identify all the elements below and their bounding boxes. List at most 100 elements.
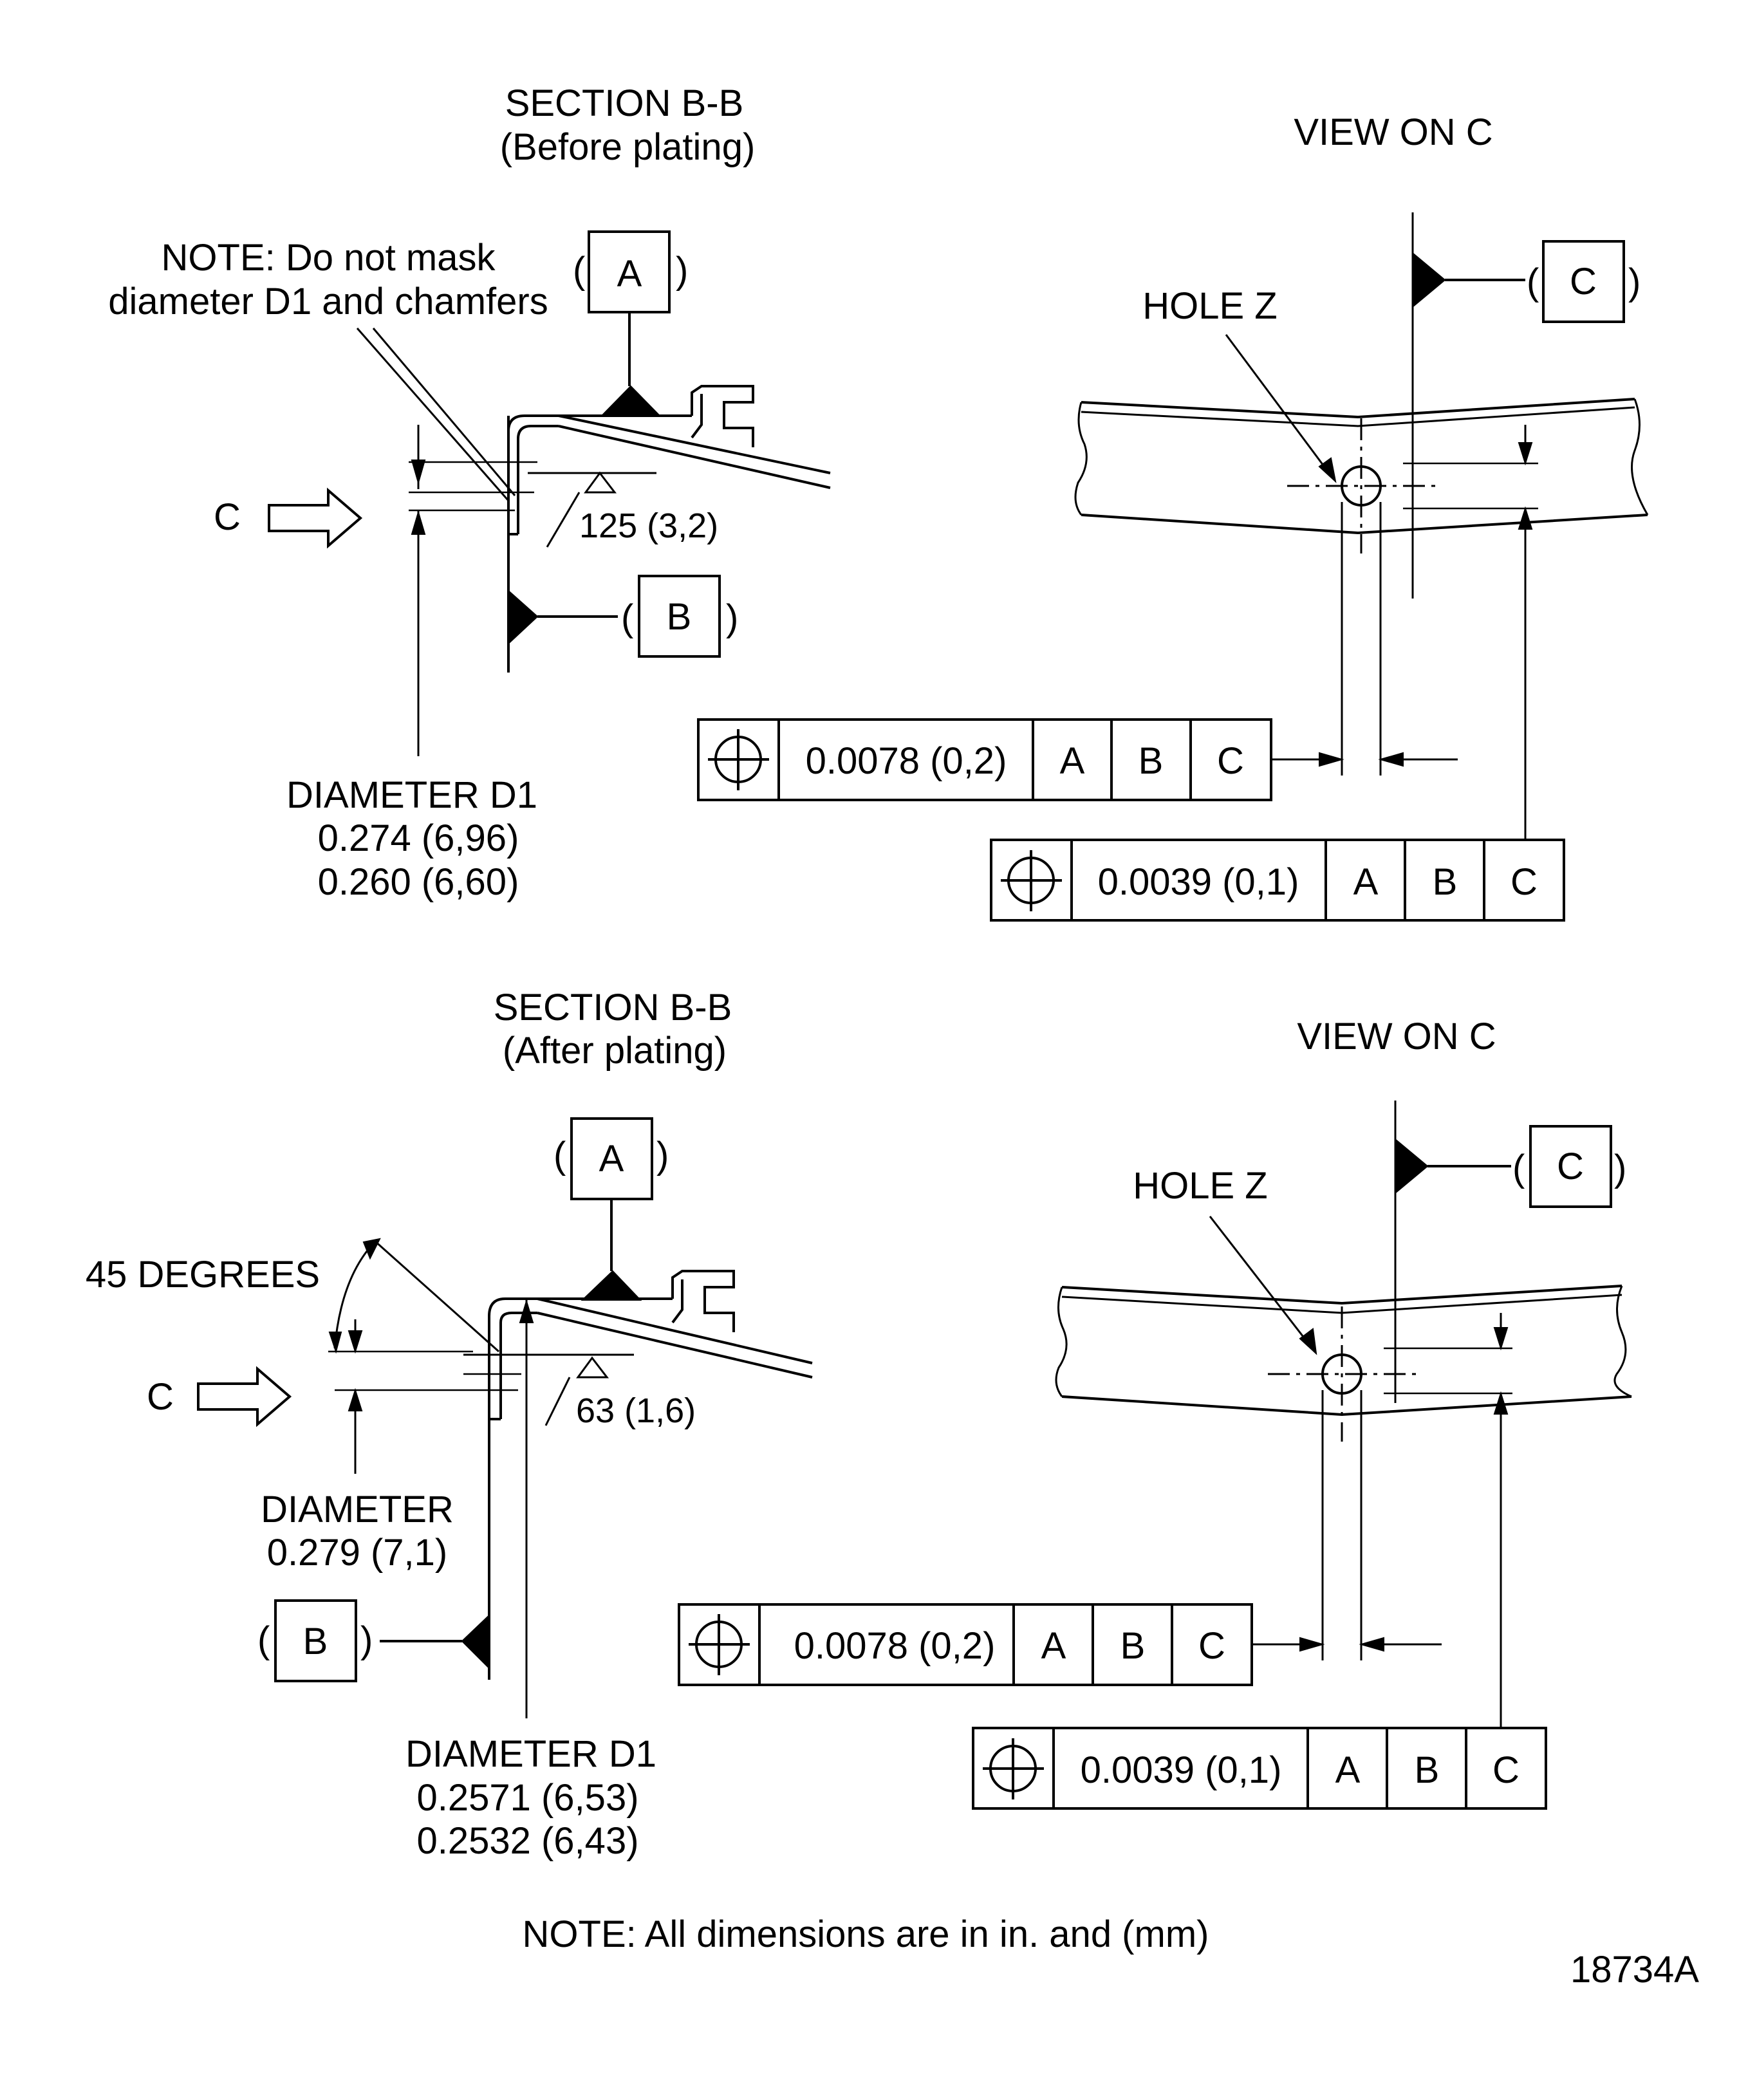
- paren-open: (: [573, 250, 585, 292]
- upper-datum-c-triangle: [1413, 252, 1446, 308]
- upper-fcf-1: 0.0078 (0,2) A B C: [697, 718, 1272, 801]
- lower-view-on-c: VIEW ON C ( C ) HOLE Z: [678, 1016, 1632, 1810]
- lower-fcf1-ref-b: B: [1120, 1625, 1146, 1667]
- footer-note: NOTE: All dimensions are in in. and (mm): [523, 1913, 1209, 1955]
- upper-view-on-c: VIEW ON C ( C ) HOLE Z: [697, 111, 1649, 922]
- arrowhead: [1493, 1391, 1509, 1415]
- paren-open: (: [257, 1619, 270, 1661]
- lower-datum-c-letter: C: [1557, 1146, 1584, 1187]
- arrowhead: [348, 1388, 363, 1411]
- position-icon: [689, 1614, 750, 1675]
- position-icon: [1001, 850, 1062, 911]
- lower-section-subtitle: (After plating): [503, 1030, 727, 1072]
- lower-finish-triangle: [576, 1356, 609, 1379]
- arrowhead: [1518, 442, 1533, 466]
- arrowhead: [328, 1332, 342, 1354]
- arrowhead: [1299, 1328, 1317, 1355]
- upper-section-title: SECTION B-B: [505, 82, 744, 124]
- arrowhead: [411, 460, 426, 485]
- upper-fcf1-ref-c: C: [1217, 740, 1244, 782]
- upper-note-line1: NOTE: Do not mask: [162, 237, 496, 279]
- lower-fcf-2: 0.0039 (0,1) A B C: [972, 1727, 1547, 1810]
- lower-fcf-1: 0.0078 (0,2) A B C: [678, 1603, 1253, 1686]
- upper-fcf-2: 0.0039 (0,1) A B C: [990, 839, 1565, 922]
- lower-dia-min: 0.2532 (6,43): [416, 1820, 638, 1862]
- arrowhead: [411, 510, 426, 535]
- lower-datum-b-triangle: [461, 1613, 490, 1670]
- paren-open: (: [621, 597, 633, 639]
- lower-datum-c-triangle: [1396, 1138, 1429, 1194]
- upper-datum-a-triangle: [600, 385, 662, 416]
- upper-datum-c-box: [1542, 240, 1625, 323]
- lower-dia-max: 0.2571 (6,53): [416, 1777, 638, 1819]
- upper-datum-b-box: [638, 575, 721, 658]
- upper-dia-min: 0.260 (6,60): [318, 861, 519, 903]
- paren-close: ): [1614, 1148, 1626, 1189]
- lower-fcf1-ref-a: A: [1041, 1625, 1066, 1667]
- arrowhead: [519, 1299, 534, 1323]
- paren-open: (: [553, 1135, 566, 1176]
- paren-close: ): [1628, 261, 1641, 303]
- lower-fcf1-ref-c: C: [1198, 1625, 1225, 1667]
- lower-bar-outline: [1055, 1285, 1632, 1417]
- lower-fcf2-tolerance: 0.0039 (0,1): [1081, 1749, 1282, 1791]
- upper-view-arrow: [268, 487, 363, 549]
- paren-open: (: [1512, 1148, 1525, 1189]
- lower-section-title: SECTION B-B: [494, 987, 732, 1028]
- upper-view-title: VIEW ON C: [1294, 111, 1492, 153]
- lower-fcf2-ref-b: B: [1415, 1749, 1440, 1791]
- finish-check: [544, 1377, 571, 1426]
- lower-view-arrow-label: C: [147, 1376, 174, 1418]
- lower-surface-finish: 63 (1,6): [576, 1391, 696, 1430]
- chamfer-line: [374, 1240, 499, 1353]
- lower-dia-label: DIAMETER D1: [405, 1733, 656, 1775]
- arrowhead: [1518, 506, 1533, 530]
- upper-note-line2: diameter D1 and chamfers: [108, 281, 548, 322]
- arrowhead: [1493, 1327, 1509, 1351]
- lower-section-view: SECTION B-B (After plating) ( A ) 45 DEG…: [86, 987, 813, 1862]
- hole-leader: [1225, 334, 1330, 474]
- upper-part-profile: [507, 385, 831, 673]
- arrowhead: [348, 1330, 363, 1354]
- lower-view-arrow: [197, 1366, 292, 1427]
- paren-close: ): [656, 1135, 669, 1176]
- upper-surface-finish: 125 (3,2): [579, 506, 718, 545]
- lower-hole-label: HOLE Z: [1133, 1165, 1268, 1207]
- lower-datum-b-letter: B: [303, 1621, 328, 1662]
- upper-fcf2-ref-b: B: [1433, 861, 1458, 903]
- arrowhead: [362, 1238, 381, 1260]
- upper-fcf2-ref-c: C: [1511, 861, 1538, 903]
- arrowhead: [1299, 1637, 1325, 1652]
- lower-datum-b-box: [274, 1599, 357, 1682]
- upper-fcf2-ref-a: A: [1353, 861, 1379, 903]
- paren-close: ): [676, 250, 688, 292]
- upper-fcf2-tolerance: 0.0039 (0,1): [1098, 861, 1299, 903]
- upper-datum-b-triangle: [508, 589, 539, 646]
- upper-datum-a-box: [588, 230, 671, 313]
- arrowhead: [1378, 752, 1404, 767]
- paren-close: ): [360, 1619, 373, 1661]
- upper-datum-c-letter: C: [1570, 261, 1597, 302]
- paren-open: (: [1527, 261, 1539, 303]
- upper-dia-max: 0.274 (6,96): [318, 817, 519, 859]
- lower-fcf2-ref-a: A: [1335, 1749, 1361, 1791]
- arrowhead: [1359, 1637, 1384, 1652]
- upper-dia-label: DIAMETER D1: [286, 774, 537, 816]
- upper-fcf1-ref-a: A: [1060, 740, 1085, 782]
- upper-bar-outline: [1074, 398, 1649, 535]
- finish-check: [546, 492, 581, 548]
- upper-hole-label: HOLE Z: [1142, 285, 1278, 327]
- lower-datum-a-triangle: [581, 1270, 642, 1301]
- upper-fcf1-tolerance: 0.0078 (0,2): [806, 740, 1007, 782]
- hole-leader: [1209, 1216, 1311, 1346]
- upper-fcf1-ref-b: B: [1139, 740, 1164, 782]
- upper-finish-triangle: [584, 471, 617, 494]
- paren-close: ): [726, 597, 738, 639]
- lower-diameter-value: 0.279 (7,1): [267, 1532, 448, 1574]
- upper-view-arrow-label: C: [214, 496, 241, 538]
- lower-chamfer-label: 45 DEGREES: [86, 1254, 320, 1296]
- figure-id: 18734A: [1570, 1949, 1699, 1991]
- position-icon: [708, 729, 769, 790]
- upper-section-view: SECTION B-B (Before plating) NOTE: Do no…: [108, 82, 831, 903]
